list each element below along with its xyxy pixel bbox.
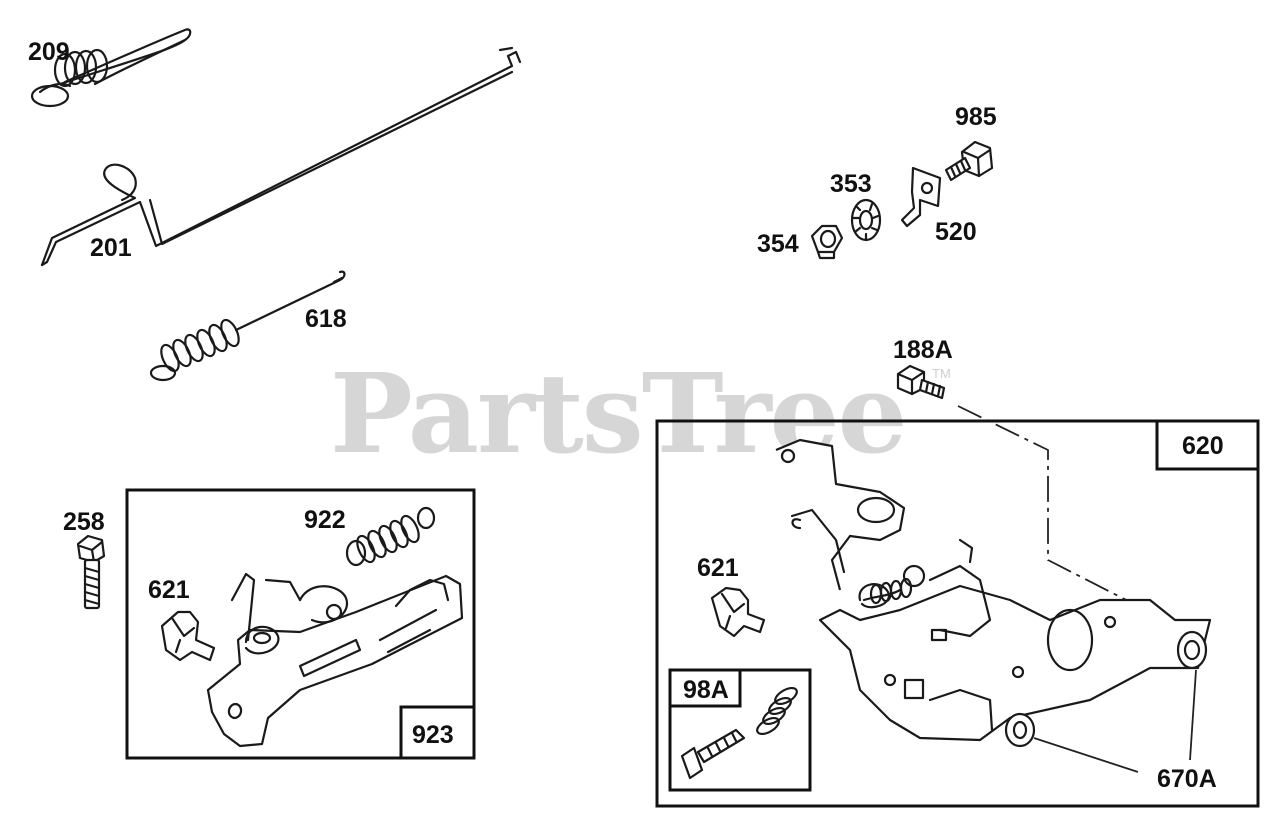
label-188A: 188A (893, 336, 953, 364)
part-201-governor-rod[interactable] (40, 46, 522, 267)
label-923: 923 (412, 721, 454, 749)
label-98A: 98A (683, 676, 729, 704)
leader-670A-upper (1189, 669, 1197, 761)
part-618-extension-spring[interactable] (149, 270, 346, 382)
alignment-line-188A (957, 405, 1176, 626)
assembly-tag-620 (1155, 419, 1260, 471)
leader-670A-lower (1033, 737, 1139, 773)
label-353: 353 (830, 170, 872, 198)
part-922-spring[interactable] (345, 506, 436, 567)
label-621-right: 621 (697, 554, 739, 582)
part-98A-spring[interactable] (755, 685, 800, 737)
label-620: 620 (1182, 432, 1224, 460)
assembly-tag-923 (399, 705, 476, 760)
part-985-screw[interactable] (944, 140, 994, 182)
label-618: 618 (305, 305, 347, 333)
part-621-cable-clamp-right[interactable] (710, 586, 766, 638)
part-354-hex-nut[interactable] (810, 224, 844, 260)
part-520-ground-terminal[interactable] (900, 166, 942, 228)
assembly-tag-98A (668, 668, 742, 708)
label-922: 922 (304, 506, 346, 534)
part-governor-control-bracket[interactable] (206, 572, 464, 748)
assembly-box-620 (655, 419, 1260, 808)
assembly-box-923 (125, 488, 476, 760)
part-governor-control-plate[interactable] (775, 438, 1212, 748)
label-201: 201 (90, 234, 132, 262)
label-354: 354 (757, 230, 799, 258)
label-209: 209 (28, 38, 70, 66)
watermark: PartsTree TM (330, 349, 951, 478)
part-258-hex-bolt[interactable] (76, 534, 106, 610)
label-520: 520 (935, 218, 977, 246)
part-188A-bolt[interactable] (896, 364, 946, 400)
label-985: 985 (955, 103, 997, 131)
part-209-governor-spring[interactable] (30, 28, 192, 108)
label-621-left: 621 (148, 576, 190, 604)
label-670A: 670A (1157, 765, 1217, 793)
part-621-cable-clamp-left[interactable] (160, 610, 216, 662)
watermark-trademark: TM (932, 366, 951, 381)
part-98A-adjust-screw[interactable] (680, 728, 746, 780)
label-258: 258 (63, 508, 105, 536)
part-353-lock-washer[interactable] (850, 198, 882, 242)
